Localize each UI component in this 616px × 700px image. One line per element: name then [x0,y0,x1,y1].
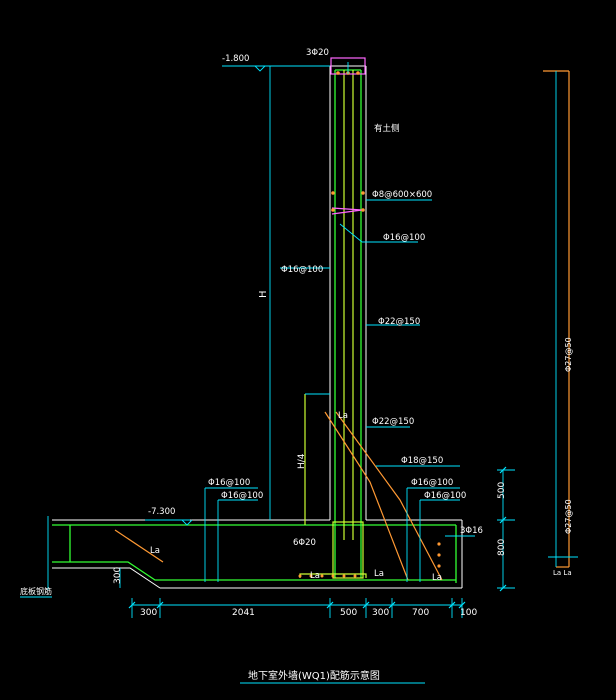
anchor-la-bottom-2: La [374,569,384,579]
dimension-lines [20,62,578,684]
level-top: -1.800 [222,54,249,64]
right-vertical-lower-label: Φ27@50 [564,499,573,534]
ground-label: 底板钢筋 [20,586,52,596]
annotations: -1.800 3Φ20 有土侧 Φ8@600×600 Φ16@100 Φ16@1… [20,48,573,682]
anchor-la-upper: La [338,411,348,421]
base-bar-label: Φ18@150 [401,456,443,466]
dim-right-lower: 800 [497,539,507,556]
inner-vertical-lower-label: Φ22@150 [372,417,414,427]
height-mark: H [258,290,269,298]
rebar-secondary [299,70,367,579]
dim-bottom-6: 100 [460,608,477,618]
la-right-marks: La La [553,569,572,577]
rebar-dots [298,71,441,578]
right-vertical-label: Φ27@50 [564,337,573,372]
outer-vertical-label: Φ16@100 [281,265,323,275]
anchor-la-bottom-1: La [310,571,320,581]
hook-bars-label: Φ16@100 [383,233,425,243]
rebar-main [52,69,457,583]
bottom-bars-label: 6Φ20 [293,538,316,548]
dim-bottom-3: 500 [340,608,357,618]
inner-vertical-label: Φ22@150 [378,317,420,327]
tie-bars-label: Φ8@600×600 [372,190,432,200]
haunch-bars [114,70,570,581]
level-slab: -7.300 [148,507,175,517]
quarter-height-mark: H/4 [297,453,307,469]
dimension-ticks [128,466,507,609]
dim-left-step: 300 [113,567,123,584]
stirrups [330,57,366,215]
anchor-la-left: La [150,546,160,556]
dim-bottom-2: 2041 [232,608,255,618]
soil-side-label: 有土侧 [374,123,400,134]
drawing-title: 地下室外墙(WQ1)配筋示意图 [248,669,380,682]
left-slab-label-1: Φ16@100 [208,478,250,488]
left-slab-label-2: Φ16@100 [221,491,263,501]
right-corner-label: 3Φ16 [460,526,483,536]
dim-bottom-5: 700 [412,608,429,618]
dim-right-upper: 500 [497,482,507,499]
right-slab-label-2: Φ16@100 [424,491,466,501]
concrete-outline [52,65,463,589]
dim-bottom-4: 300 [372,608,389,618]
dim-bottom-1: 300 [140,608,157,618]
anchor-la-bottom-3: La [432,573,442,583]
top-bars-label: 3Φ20 [306,48,329,58]
right-slab-label-1: Φ16@100 [411,478,453,488]
